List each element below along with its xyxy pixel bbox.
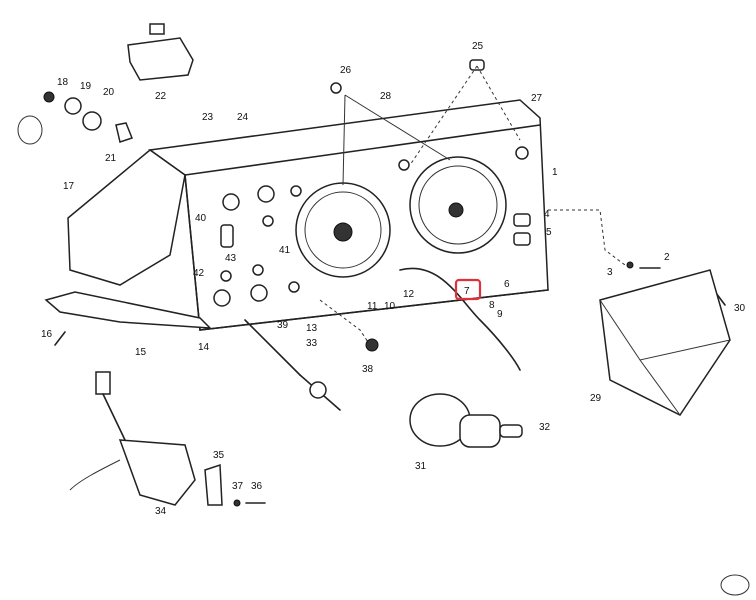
label-2: 2 — [664, 252, 670, 263]
label-22: 22 — [155, 91, 167, 102]
label-17: 17 — [63, 181, 75, 192]
fuse-box — [599, 269, 731, 416]
label-32: 32 — [539, 422, 551, 433]
panel-switches — [213, 146, 531, 307]
label-30: 30 — [734, 303, 746, 314]
label-38: 38 — [362, 364, 374, 375]
label-35: 35 — [213, 450, 225, 461]
label-5: 5 — [546, 227, 552, 238]
label-43: 43 — [225, 253, 237, 264]
label-27: 27 — [531, 93, 543, 104]
label-24: 24 — [237, 112, 249, 123]
label-42: 42 — [193, 268, 205, 279]
speedo-cable — [399, 267, 521, 371]
label-33: 33 — [306, 338, 318, 349]
assembly-lines — [319, 65, 626, 346]
part-labels: 25 26 28 27 22 18 19 20 21 23 24 17 1 40… — [41, 41, 746, 517]
ignition-switch — [409, 393, 523, 448]
label-9: 9 — [497, 309, 503, 320]
label-31: 31 — [415, 461, 427, 472]
label-19: 19 — [80, 81, 92, 92]
label-25: 25 — [472, 41, 484, 52]
label-8: 8 — [489, 300, 495, 311]
label-6: 6 — [504, 279, 510, 290]
label-3: 3 — [607, 267, 613, 278]
label-18: 18 — [57, 77, 69, 88]
label-37: 37 — [232, 481, 244, 492]
label-20: 20 — [103, 87, 115, 98]
label-16: 16 — [41, 329, 53, 340]
label-14: 14 — [198, 342, 210, 353]
choke-cable — [244, 319, 379, 411]
mounting-rail — [44, 291, 212, 329]
label-11: 11 — [367, 301, 378, 312]
label-7: 7 — [464, 286, 470, 297]
label-36: 36 — [251, 481, 263, 492]
highlight-box — [454, 278, 482, 301]
label-1: 1 — [552, 167, 558, 178]
label-34: 34 — [155, 506, 167, 517]
label-29: 29 — [590, 393, 602, 404]
label-12: 12 — [403, 289, 415, 300]
label-40: 40 — [195, 213, 207, 224]
small-parts-top — [17, 23, 485, 145]
label-13: 13 — [306, 323, 318, 334]
label-28: 28 — [380, 91, 392, 102]
tachometer-gauge — [295, 182, 391, 278]
label-15: 15 — [135, 347, 147, 358]
label-10: 10 — [384, 301, 396, 312]
label-21: 21 — [105, 153, 117, 164]
label-41: 41 — [279, 245, 291, 256]
label-4: 4 — [544, 209, 550, 220]
label-39: 39 — [277, 320, 289, 331]
speedometer-gauge — [409, 156, 507, 254]
label-26: 26 — [340, 65, 352, 76]
label-23: 23 — [202, 112, 214, 123]
column-switch — [54, 331, 266, 507]
